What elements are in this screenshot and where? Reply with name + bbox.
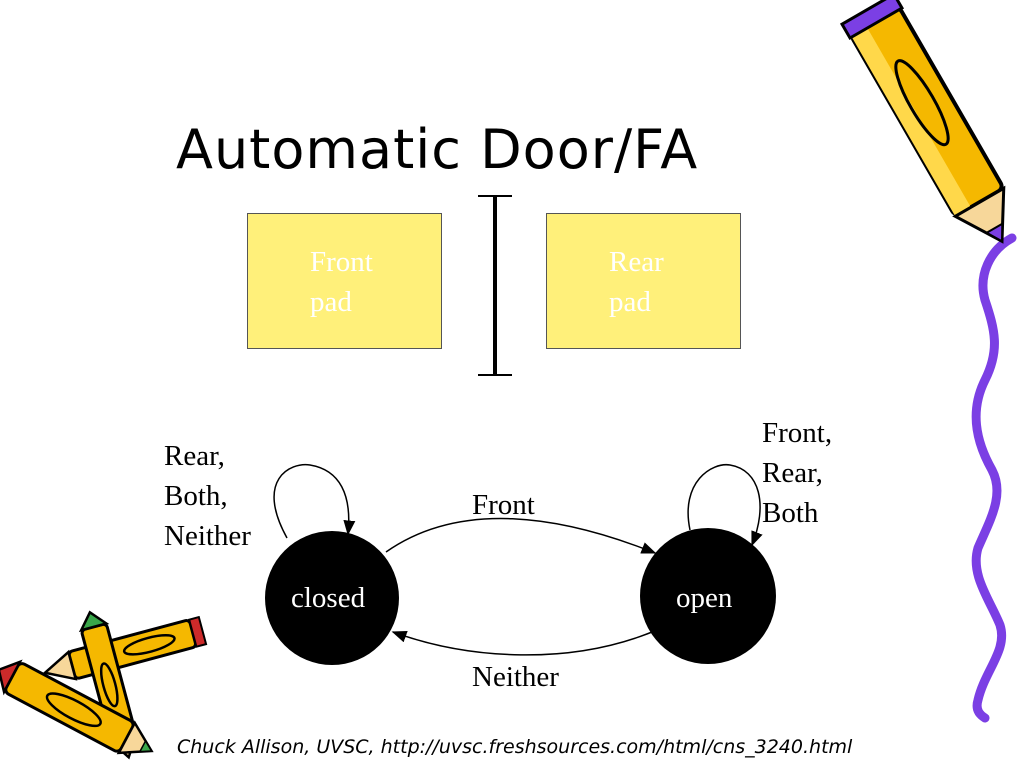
edge-closed-to-open [385, 517, 657, 554]
rear-pad-label: Rear pad [609, 246, 664, 318]
open-to-closed-label: Neither [472, 661, 559, 693]
squiggle-line [971, 233, 1017, 723]
state-closed-circle [265, 531, 399, 665]
front-pad-label: Front pad [310, 246, 373, 318]
edge-closed-self-loop [273, 463, 356, 539]
state-closed-label: closed [291, 582, 366, 614]
footer-citation: Chuck Allison, UVSC, http://uvsc.freshso… [177, 736, 853, 758]
slide-title: Automatic Door/FA [176, 118, 699, 181]
rear-pad-box: Rear pad [546, 213, 741, 349]
door-divider [478, 195, 512, 376]
closed-to-open-label: Front [472, 489, 535, 521]
pencils-icon [0, 610, 208, 760]
state-open-circle [640, 528, 776, 664]
state-open-label: open [676, 582, 733, 614]
open-self-loop-label: Front, Rear, Both [762, 417, 833, 529]
pencil-icon [839, 0, 1006, 244]
edge-open-self-loop [687, 464, 763, 547]
front-pad-box: Front pad [247, 213, 442, 349]
closed-self-loop-label: Rear, Both, Neither [164, 440, 251, 552]
edge-open-to-closed [391, 630, 653, 656]
